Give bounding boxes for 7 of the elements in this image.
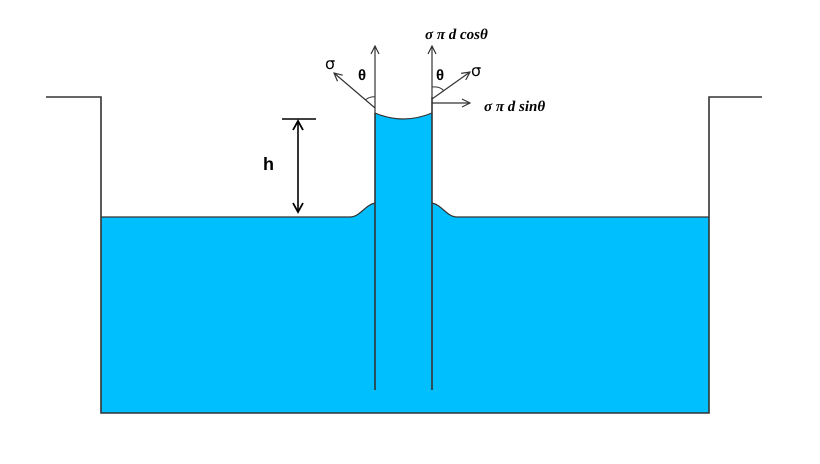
height-label: h [263, 155, 274, 173]
angle-label: θ [358, 68, 366, 83]
force-label: σ π d cosθ [425, 28, 488, 43]
angle-label: θ [436, 68, 444, 83]
tension-label: σ [471, 63, 482, 79]
force-label: σ π d sinθ [484, 100, 546, 115]
tension-label: σ [325, 56, 336, 72]
